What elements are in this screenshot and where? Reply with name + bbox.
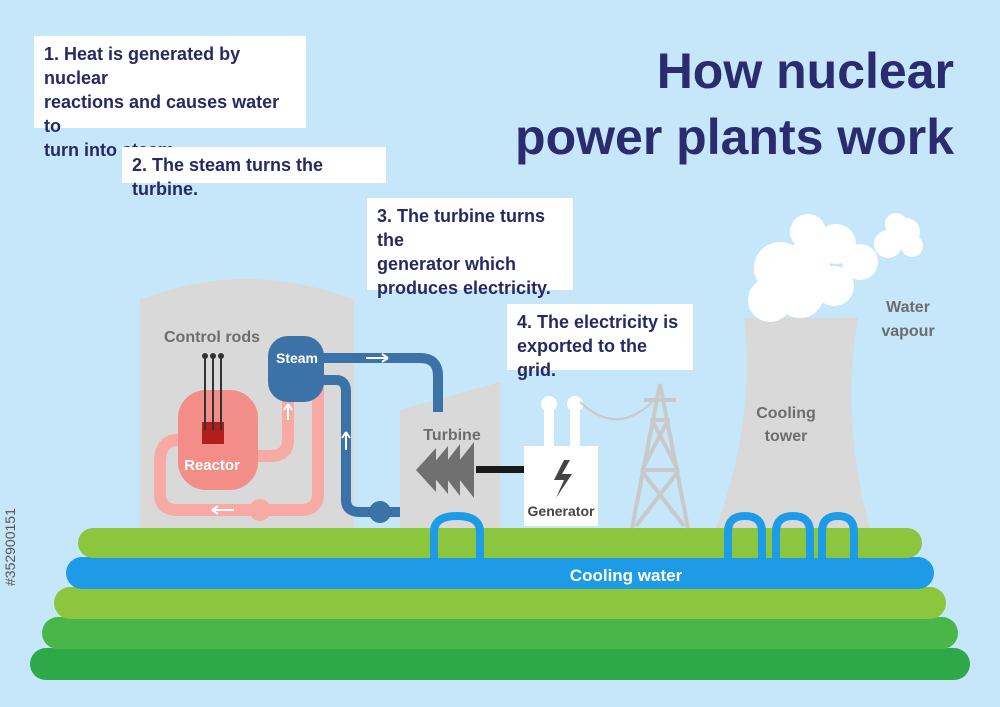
step-3-line: 3. The turbine turns the bbox=[377, 206, 546, 250]
step-4-line: exported to the grid. bbox=[517, 336, 648, 380]
cooling-loops bbox=[430, 511, 858, 560]
step-1-line: reactions and causes water to bbox=[44, 92, 280, 136]
reactor-pump bbox=[249, 499, 271, 521]
control-rod-tips bbox=[202, 353, 224, 359]
step-3-line: generator which bbox=[377, 254, 517, 274]
ground-layer-5 bbox=[30, 648, 970, 680]
cooling-tower bbox=[716, 318, 870, 528]
step-2-line: 2. The steam turns the turbine. bbox=[132, 155, 324, 199]
pylon bbox=[630, 383, 690, 529]
ground-layer-3 bbox=[54, 587, 946, 619]
ground-layer-1 bbox=[78, 528, 922, 558]
step-4-line: 4. The electricity is bbox=[517, 312, 679, 332]
steam-generator bbox=[268, 336, 324, 402]
step-3-line: produces electricity. bbox=[377, 278, 551, 298]
title-line-1: How nuclear bbox=[656, 43, 954, 99]
generator bbox=[524, 446, 598, 526]
water-vapour-label: vapour bbox=[881, 323, 934, 340]
insulators bbox=[541, 396, 583, 446]
ground-layer-4 bbox=[42, 617, 958, 649]
step-4-box: 4. The electricity is exported to the gr… bbox=[507, 304, 693, 380]
vapour-cloud-icon bbox=[748, 213, 923, 322]
reactor-core bbox=[202, 422, 224, 444]
flow-arrow-icon bbox=[211, 505, 234, 515]
turbine-hall bbox=[400, 382, 500, 528]
ground-layers bbox=[30, 528, 970, 680]
cooling-tower-label: Cooling bbox=[756, 405, 816, 422]
control-rods-label: Control rods bbox=[164, 329, 260, 346]
reactor-loop-pipe bbox=[154, 365, 324, 516]
cooling-water-label: Cooling water bbox=[570, 566, 683, 585]
turbine-shaft bbox=[476, 466, 526, 473]
turbine-label: Turbine bbox=[423, 427, 481, 444]
water-vapour-label: Water bbox=[886, 299, 930, 316]
cooling-tower-label: tower bbox=[765, 428, 808, 445]
reactor-label: Reactor bbox=[184, 457, 240, 474]
generator-label: Generator bbox=[528, 503, 595, 519]
step-1-line: 1. Heat is generated by nuclear bbox=[44, 44, 241, 88]
step-3-box: 3. The turbine turns the generator which… bbox=[367, 198, 573, 298]
control-rods bbox=[204, 356, 222, 430]
step-2-box: 2. The steam turns the turbine. bbox=[122, 147, 386, 199]
steam-pipe-out bbox=[320, 353, 443, 412]
flow-arrow-icon bbox=[366, 353, 389, 363]
power-line bbox=[579, 393, 661, 421]
flow-arrow-icon bbox=[283, 403, 293, 420]
lightning-icon bbox=[554, 460, 572, 498]
feedwater-pump bbox=[369, 501, 391, 523]
page-title: How nuclear power plants work bbox=[514, 38, 954, 170]
title-line-2: power plants work bbox=[515, 109, 954, 165]
flow-arrow-icon bbox=[341, 431, 351, 450]
cooling-water-band bbox=[66, 557, 934, 589]
turbine-blades bbox=[416, 442, 474, 498]
steam-label: Steam bbox=[276, 350, 318, 366]
step-1-box: 1. Heat is generated by nuclear reaction… bbox=[34, 36, 306, 160]
